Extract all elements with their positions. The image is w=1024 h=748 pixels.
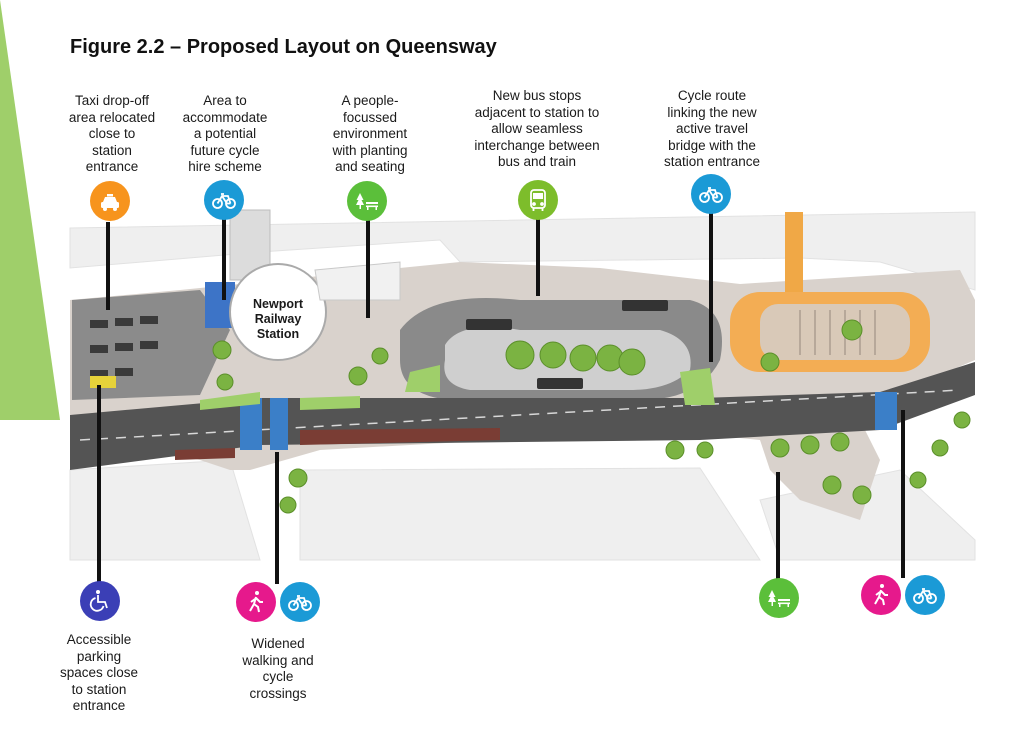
vehicles	[466, 300, 668, 389]
bridge-approach	[785, 212, 803, 292]
callout-line: bridge with the	[668, 137, 756, 153]
taxi-icon	[90, 181, 130, 221]
trees	[212, 319, 971, 514]
wheelchair-icon	[80, 581, 120, 621]
station-label-line: Newport	[253, 297, 303, 311]
pedestrian-icon	[861, 575, 901, 615]
station-label-line: Railway	[254, 312, 302, 326]
station-label-line: Station	[256, 327, 300, 341]
callout-line: a potential	[193, 126, 257, 141]
accessible-bays	[90, 376, 116, 388]
callout-crossings-pin	[275, 452, 279, 584]
callout-line: bus and train	[497, 154, 577, 169]
pedestrian-icon	[236, 582, 276, 622]
callout-line: with planting	[332, 142, 408, 158]
callout-cycle-hire-pin	[222, 218, 226, 300]
callout-line: linking the new	[667, 104, 757, 120]
callout-line: environment	[332, 126, 408, 141]
callout-line: spaces close	[59, 665, 139, 680]
tree-bench-icon	[759, 578, 799, 618]
bicycle-icon	[204, 180, 244, 220]
callout-line: New bus stops	[492, 88, 582, 103]
bicycle-icon	[905, 575, 945, 615]
tree-bench-icon	[347, 181, 387, 221]
callout-line: Taxi drop-off	[74, 93, 150, 108]
callout-cycle-route-pin	[709, 212, 713, 362]
callout-line: station entrance	[663, 154, 761, 169]
callout-line: allow seamless	[491, 121, 583, 136]
callout-line: Widened	[251, 636, 305, 651]
callout-line: Cycle route	[677, 88, 747, 103]
callout-taxi-text: Taxi drop-off area relocated close to st…	[52, 93, 172, 176]
queensway-road	[70, 362, 975, 470]
callout-bus-text: New bus stops adjacent to station to all…	[460, 88, 614, 171]
callout-line: future cycle	[190, 142, 260, 158]
station-annex	[314, 261, 401, 301]
callout-bus-pin	[536, 218, 540, 296]
callout-walk-cycle-pin	[901, 410, 905, 578]
bicycle-icon	[691, 174, 731, 214]
callout-line: active travel	[675, 121, 749, 136]
callout-line: walking and	[242, 652, 314, 668]
bicycle-icon	[280, 582, 320, 622]
callout-cycle-route-text: Cycle route linking the new active trave…	[648, 88, 776, 171]
figure-title: Figure 2.2 – Proposed Layout on Queenswa…	[70, 36, 497, 58]
callout-line: Area to	[203, 93, 247, 108]
callout-people-pin	[366, 218, 370, 318]
surrounding-buildings	[69, 211, 976, 561]
callout-people-text: A people- focussed environment with plan…	[316, 93, 424, 176]
callout-line: A people-	[341, 93, 399, 108]
callout-taxi-pin	[106, 222, 110, 310]
callout-accessible-text: Accessible parking spaces close to stati…	[45, 632, 153, 715]
bus-icon	[518, 180, 558, 220]
crossings	[240, 392, 897, 450]
callout-accessible-pin	[97, 385, 101, 583]
callout-line: focussed	[342, 109, 398, 125]
callout-line: accommodate	[182, 109, 268, 125]
callout-line: and seating	[335, 159, 405, 174]
callout-line: area relocated	[68, 109, 156, 125]
callout-line: parking	[76, 648, 122, 664]
station-building	[229, 263, 327, 361]
station-label: Newport Railway Station	[236, 297, 320, 342]
callout-line: Accessible	[66, 632, 132, 647]
callout-line: entrance	[85, 159, 139, 174]
callout-line: to station	[71, 681, 127, 697]
callout-line: interchange between	[474, 137, 600, 153]
callout-line: crossings	[249, 685, 307, 701]
parking-bays	[90, 316, 158, 378]
callout-line: hire scheme	[188, 159, 262, 174]
callout-line: station	[92, 142, 132, 158]
callout-line: adjacent to station to	[474, 104, 600, 120]
callout-line: cycle	[262, 669, 294, 684]
callout-crossings-text: Widened walking and cycle crossings	[226, 636, 330, 702]
callout-line: close to	[88, 126, 136, 141]
callout-cycle-hire-text: Area to accommodate a potential future c…	[170, 93, 280, 176]
callout-line: entrance	[72, 698, 126, 713]
callout-green-pin	[776, 472, 780, 584]
red-lane	[300, 428, 500, 445]
